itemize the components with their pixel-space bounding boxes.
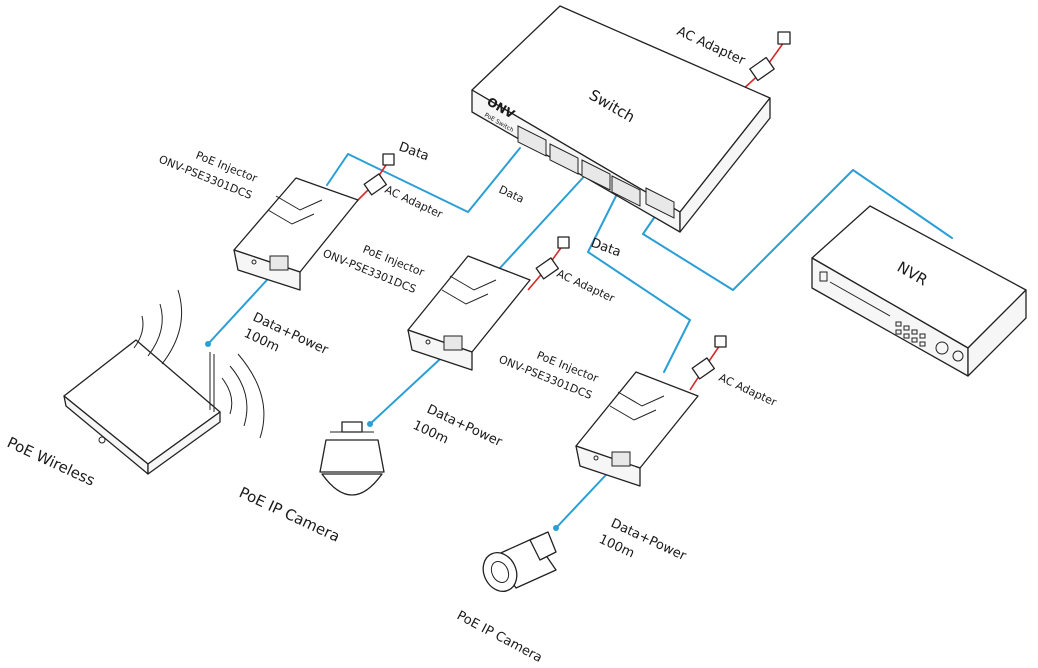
nvr-power-button [819, 271, 828, 282]
injector-3-adapter-label: AC Adapter [717, 371, 779, 409]
switch-port [611, 175, 641, 207]
injector-1-adapter-label: AC Adapter [383, 183, 445, 221]
router-side [147, 411, 221, 475]
bullet-lens-ring [482, 552, 518, 592]
dome-camera-label: PoE IP Camera [236, 483, 342, 545]
poe-injector-3 [575, 371, 699, 487]
wall-plug-icon [777, 31, 791, 45]
injector-led [593, 455, 599, 461]
switch-port [645, 187, 675, 219]
injector-1-data-label: Data [397, 140, 431, 165]
nvr-knob [952, 350, 964, 362]
cable-switch-to-injector-1 [326, 147, 521, 213]
wifi-signal-icon [133, 289, 265, 439]
injector-chevron [609, 405, 657, 421]
nvr-device: NVR [811, 205, 1027, 377]
nvr-button-grid [895, 321, 926, 347]
injector-rj45-port [269, 255, 289, 271]
bullet-mount [529, 531, 557, 561]
injector-chevron [441, 289, 489, 305]
ac-adapter-injector-3 [691, 357, 716, 380]
switch-to-injector-1-data-label: Data [497, 183, 526, 206]
poe-injector-2 [407, 255, 531, 371]
ac-adapter-switch [749, 56, 775, 82]
switch-port [517, 125, 547, 157]
switch-port [549, 143, 579, 175]
injector-rj45-port [611, 451, 631, 467]
power-adapters [351, 31, 791, 391]
cable-injector-2-to-dome-camera [369, 347, 453, 425]
injector-chevron [617, 391, 665, 407]
switch-port [581, 159, 611, 191]
switch-side [679, 97, 771, 233]
switch-device: ONV PoE Switch Switch [471, 5, 771, 233]
nvr-knob [935, 341, 949, 355]
poe-injector-1 [233, 177, 359, 291]
cable-end-dot [553, 525, 559, 531]
nvr-side [967, 289, 1027, 377]
injector-2-adapter-label: AC Adapter [555, 267, 617, 305]
cable-end-dot [205, 341, 211, 347]
injector-chevron [449, 275, 497, 291]
router-top [63, 339, 221, 465]
wall-plug-icon [714, 335, 727, 348]
injector-chevron [267, 209, 315, 225]
switch-ports [517, 125, 675, 219]
ac-adapter-injector-2 [535, 257, 560, 280]
injector-led [425, 339, 431, 345]
bullet-lens [490, 560, 510, 584]
wireless-router [63, 289, 265, 475]
cable-switch-to-nvr [642, 169, 953, 291]
bullet-camera [482, 531, 557, 592]
cable-end-dot [367, 421, 373, 427]
wall-plug-icon [382, 153, 395, 166]
ac-adapter-injector-1 [363, 173, 388, 196]
dome-camera [319, 421, 385, 496]
injector-led [251, 259, 257, 265]
wireless-label: PoE Wireless [4, 433, 98, 489]
injector-rj45-port [443, 335, 463, 351]
cable-injector-1-to-wireless [207, 267, 279, 345]
wall-plug-icon [557, 236, 570, 249]
dome-mount [341, 421, 363, 433]
nvr-drive-slot [829, 281, 891, 317]
injector-chevron [275, 195, 323, 211]
router-led [98, 436, 106, 444]
cables [205, 147, 953, 531]
dome-lens-bubble [321, 473, 383, 496]
cable-switch-to-injector-2 [499, 169, 591, 269]
cable-switch-to-injector-3 [587, 187, 691, 373]
bullet-camera-label: PoE IP Camera [454, 608, 544, 666]
dome-housing [319, 439, 385, 473]
